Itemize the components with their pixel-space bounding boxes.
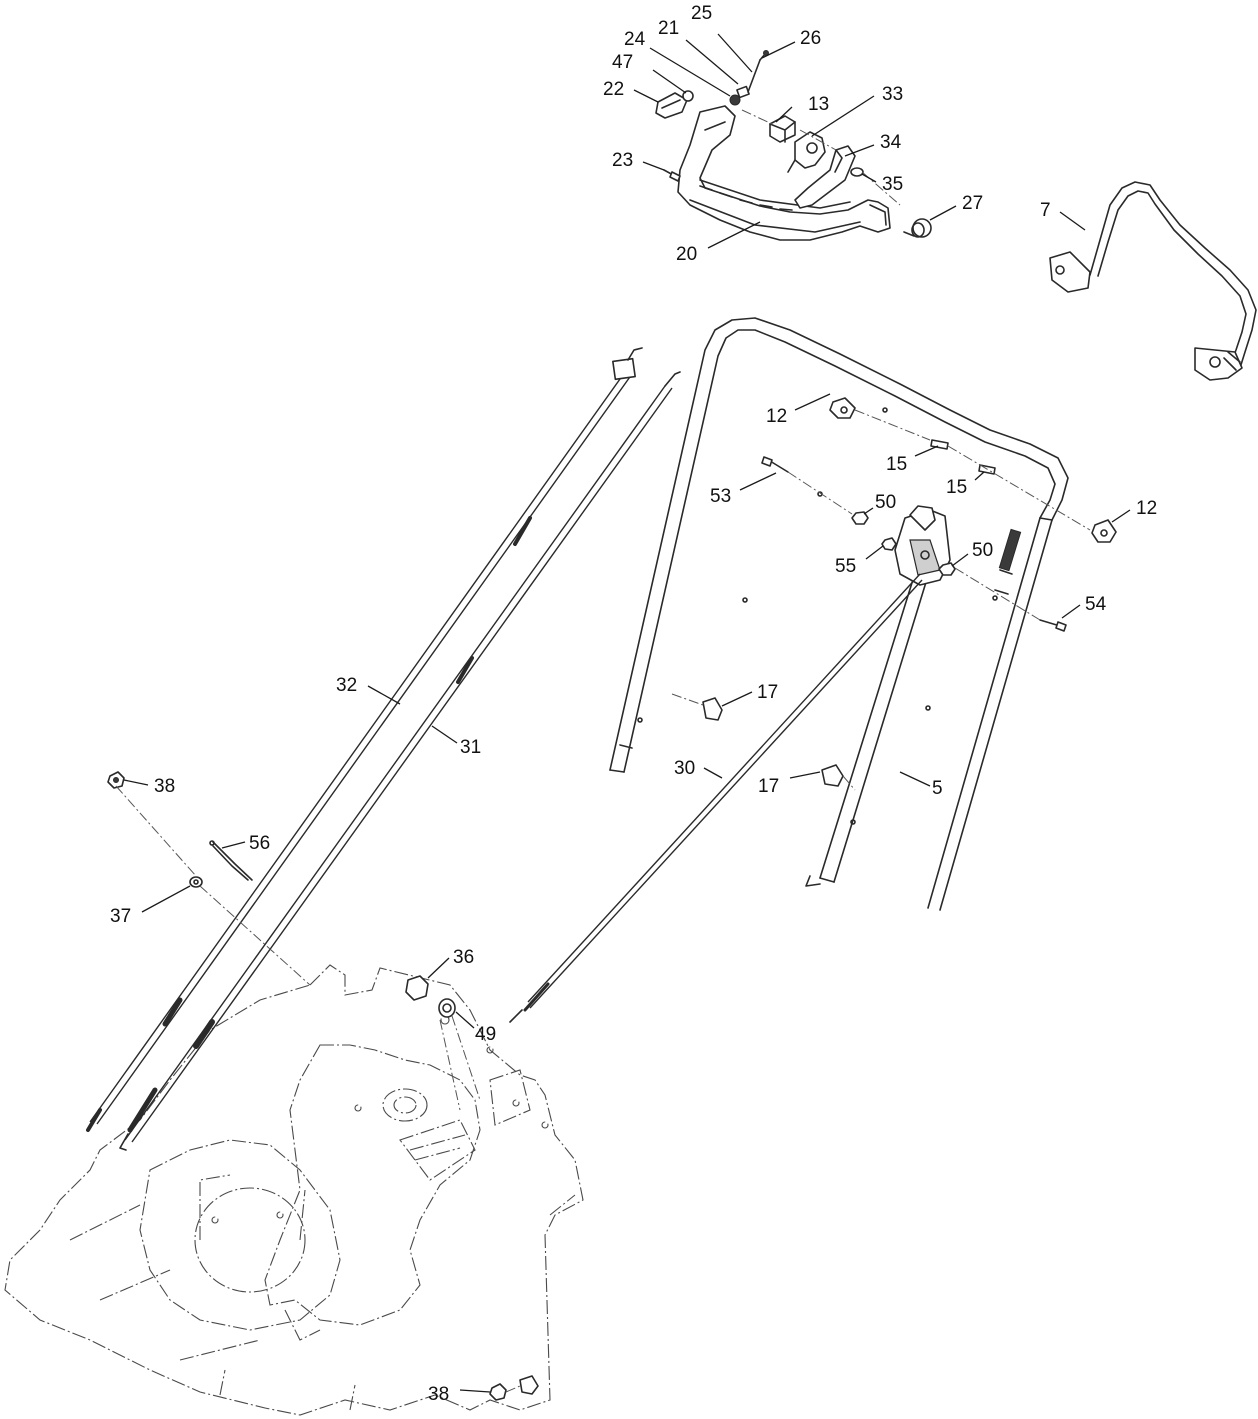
block-13 [769,115,796,143]
nut-50-left [851,511,869,525]
callout-22: 22 [603,79,624,100]
callout-53: 53 [710,486,731,507]
callout-7: 7 [1040,200,1051,221]
nut-38-top [107,771,125,789]
bolt-53 [761,456,789,473]
callout-47: 47 [612,52,633,73]
bracket-bottom [519,1375,539,1395]
callout-17-lower: 17 [758,776,779,797]
cable-32 [86,347,643,1132]
plug-36 [405,975,429,1001]
nut-50-right [938,562,956,576]
nut-55 [881,537,897,551]
callout-38-bottom: 38 [428,1384,449,1405]
knob-12-right [1091,519,1117,543]
callout-55: 55 [835,556,856,577]
knob-12-top [829,397,856,419]
clip-17-lower [821,764,844,787]
callout-17-upper: 17 [757,682,778,703]
bolt-54 [1039,619,1067,632]
bail-lever-20 [677,105,891,241]
callout-33: 33 [882,84,903,105]
bail-bracket-22 [655,92,688,119]
callout-15-right: 15 [946,477,967,498]
callout-12-top: 12 [766,406,787,427]
callout-labels: 25 21 26 24 47 22 13 33 34 23 35 27 7 20… [110,3,1157,1405]
mower-deck-phantom [4,964,584,1416]
callout-34: 34 [880,132,902,153]
deck-phantom-lines [115,785,521,1393]
callout-13: 13 [808,94,829,115]
arm-34 [794,145,856,209]
callout-23: 23 [612,150,633,171]
callout-38-top: 38 [154,776,175,797]
callout-30: 30 [674,758,695,779]
callout-12-right: 12 [1136,498,1157,519]
callout-31: 31 [460,737,481,758]
bushing-49 [438,998,456,1018]
callout-35: 35 [882,174,903,195]
callout-21: 21 [658,18,679,39]
callout-50-left: 50 [875,492,896,513]
callout-32: 32 [336,675,357,696]
callout-5: 5 [932,778,943,799]
upper-handle-7 [1049,181,1257,381]
handle-frame-right-tube [805,517,1053,911]
clip-17-upper [702,697,723,721]
callout-50-right: 50 [972,540,993,561]
tie-56 [209,840,253,881]
callout-24: 24 [624,29,646,50]
washer-37 [189,876,203,888]
throttle-control-box [894,505,951,586]
small-hardware-47-24-21 [682,85,750,106]
callout-37: 37 [110,906,131,927]
handle-frame-left-tube [609,317,1069,773]
pin-25-26 [747,50,769,93]
callout-27: 27 [962,193,983,214]
spring-27 [903,218,932,238]
leader-lines [123,33,1131,1393]
cam-33 [787,131,826,173]
washer-35 [850,167,864,177]
callout-56: 56 [249,833,270,854]
screw-23 [663,169,681,182]
callout-20: 20 [676,244,697,265]
handle-phantom-lines [671,409,1091,791]
callout-25: 25 [691,3,712,24]
callout-26: 26 [800,28,821,49]
callout-49: 49 [475,1024,496,1045]
nut-38-bottom [489,1383,507,1401]
cable-31 [119,371,681,1151]
callout-15-top: 15 [886,454,907,475]
callout-36: 36 [453,947,474,968]
cable-30 [509,573,923,1023]
callout-54: 54 [1085,594,1107,615]
